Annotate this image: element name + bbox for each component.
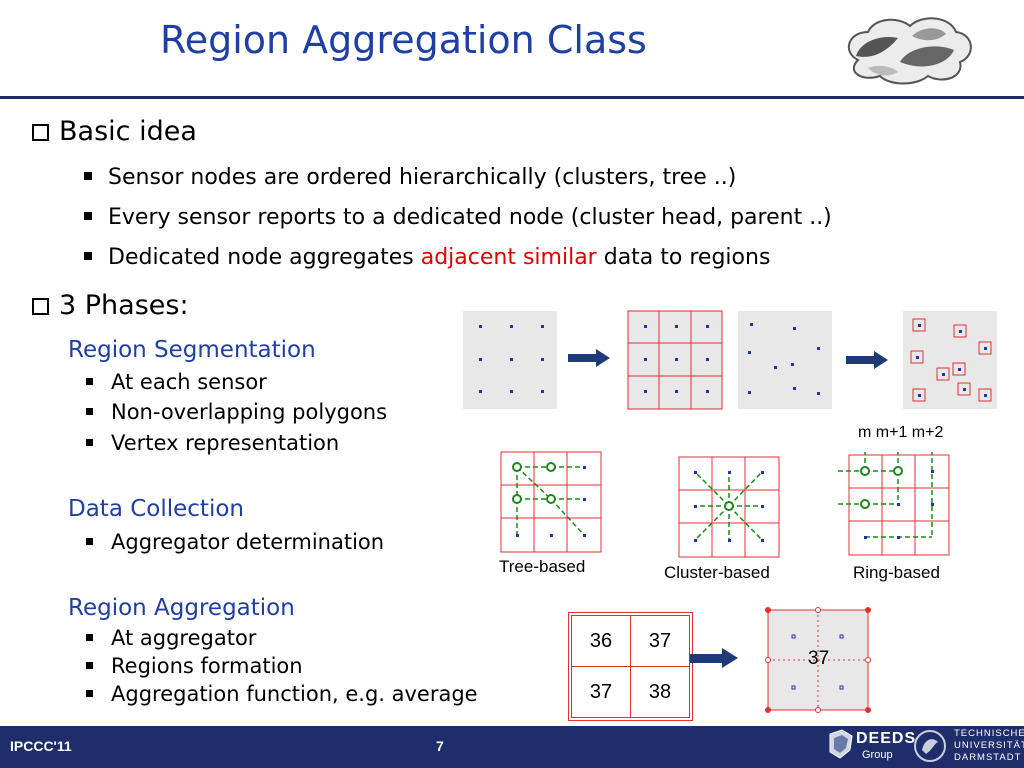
cluster-based-caption: Cluster-based: [664, 563, 770, 582]
collection-item-1: Aggregator determination: [86, 530, 384, 554]
sensor-nodes: [479, 325, 544, 393]
highlight-text: adjacent similar: [420, 245, 597, 270]
square-bullet-icon: [86, 538, 93, 545]
basic-idea-heading: Basic idea: [32, 116, 197, 147]
footer-conference: IPCCC'11: [10, 738, 72, 754]
square-bullet-icon: [86, 690, 93, 697]
square-bullet-icon: [84, 212, 92, 220]
region-cloud-logo-icon: [847, 17, 972, 85]
aggregation-item-3: Aggregation function, e.g. average: [86, 682, 478, 706]
page-number: 7: [436, 738, 444, 754]
grid-value-cell: 37: [571, 666, 631, 718]
title-divider: [0, 96, 1024, 99]
university-name: TECHNISCHE UNIVERSITÄT DARMSTADT: [954, 728, 1024, 763]
square-bullet-icon: [84, 252, 92, 260]
segmentation-item-2: Non-overlapping polygons: [86, 400, 387, 424]
square-bullet-icon: [86, 408, 93, 415]
tree-based-figure: [500, 451, 602, 553]
square-bullet-icon: [86, 634, 93, 641]
university-seal-icon: [914, 730, 946, 762]
basic-idea-item-1: Sensor nodes are ordered hierarchically …: [84, 165, 736, 190]
aggregation-item-1: At aggregator: [86, 626, 256, 650]
aggregation-title: Region Aggregation: [68, 595, 295, 621]
polygon-grid-lines: [627, 310, 723, 410]
square-bullet-icon: [86, 378, 93, 385]
deeds-logo-icon: [829, 729, 853, 759]
segmentation-item-3: Vertex representation: [86, 431, 339, 455]
arrow-right-icon: [690, 648, 738, 668]
slide-title: Region Aggregation Class: [160, 18, 647, 62]
phases-heading: 3 Phases:: [32, 290, 189, 321]
arrow-right-icon: [568, 349, 610, 367]
region-values-grid: 36 37 37 38: [568, 612, 693, 721]
grid-value-cell: 37: [630, 615, 690, 667]
aggregate-value: 37: [808, 648, 830, 669]
footer-bar: [0, 726, 1024, 768]
grid-value-cell: 36: [571, 615, 631, 667]
square-bullet-icon: [86, 662, 93, 669]
segmentation-title: Region Segmentation: [68, 337, 316, 363]
collection-title: Data Collection: [68, 496, 244, 522]
square-bullet-icon: [86, 439, 93, 446]
checkbox-bullet-icon: [32, 124, 49, 141]
aggregated-region-figure: [765, 607, 871, 713]
ring-index-labels: m m+1 m+2: [858, 424, 944, 441]
checkbox-bullet-icon: [32, 298, 49, 315]
segmentation-item-1: At each sensor: [86, 370, 267, 394]
aggregation-item-2: Regions formation: [86, 654, 303, 678]
arrow-right-icon: [846, 351, 888, 369]
tree-based-caption: Tree-based: [499, 557, 586, 576]
random-polygon-panel: [903, 311, 997, 409]
deeds-logo-subtext: Group: [862, 749, 893, 761]
ring-based-caption: Ring-based: [853, 563, 940, 582]
square-bullet-icon: [84, 172, 92, 180]
cluster-based-figure: [678, 456, 780, 558]
random-sensor-panel: [738, 311, 832, 409]
grid-value-cell: 38: [630, 666, 690, 718]
deeds-logo-text: DEEDS: [856, 730, 917, 747]
basic-idea-item-2: Every sensor reports to a dedicated node…: [84, 205, 832, 230]
ring-based-figure: [838, 452, 950, 556]
basic-idea-item-3: Dedicated node aggregates adjacent simil…: [84, 245, 770, 270]
segmentation-figure: [463, 310, 997, 410]
